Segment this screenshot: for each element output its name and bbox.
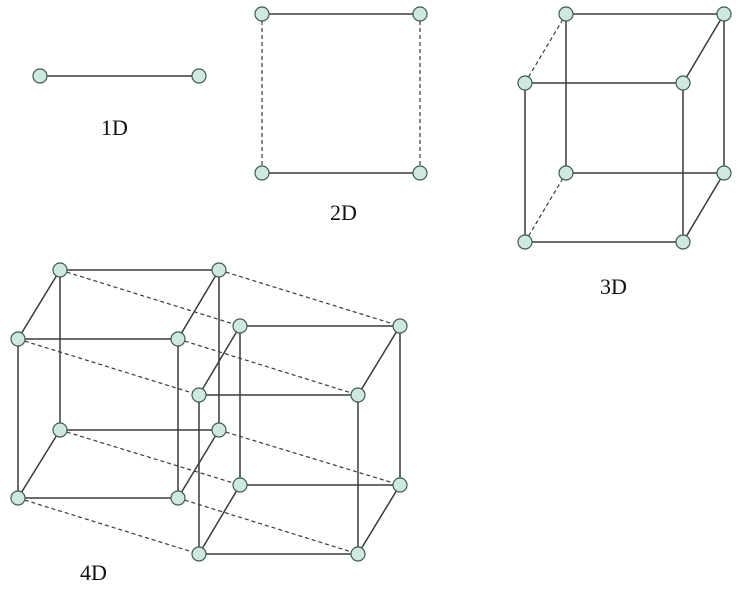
label-4d: 4D <box>80 560 107 585</box>
edge-solid <box>198 325 241 396</box>
edge-dashed <box>17 497 200 555</box>
vertex-node <box>716 165 732 181</box>
vertex-node <box>517 234 533 250</box>
vertex-node <box>517 75 533 91</box>
edge-dashed <box>177 338 359 396</box>
vertex-node <box>675 234 691 250</box>
edge-dashed <box>177 497 359 555</box>
vertex-node <box>52 422 68 438</box>
edge-solid <box>17 429 61 499</box>
edge-dashed <box>524 13 567 84</box>
vertex-node <box>191 546 207 562</box>
vertex-node <box>191 68 207 84</box>
vertex-node <box>232 477 248 493</box>
vertex-node <box>412 165 428 181</box>
label-2d: 2D <box>330 200 357 225</box>
label-3d: 3D <box>600 274 627 299</box>
vertex-node <box>350 546 366 562</box>
vertex-node <box>392 477 408 493</box>
edge-dashed <box>59 429 241 486</box>
edge-dashed <box>218 269 401 327</box>
vertex-node <box>558 6 574 22</box>
edge-dashed <box>524 172 567 243</box>
vertex-node <box>392 318 408 334</box>
vertex-node <box>254 165 270 181</box>
edge-dashed <box>17 338 200 396</box>
vertex-node <box>170 490 186 506</box>
edge-solid <box>682 13 725 84</box>
vertex-node <box>716 6 732 22</box>
edge-dashed <box>59 269 241 327</box>
vertex-node <box>232 318 248 334</box>
vertex-node <box>191 387 207 403</box>
nodes-group <box>10 6 732 562</box>
vertex-node <box>211 262 227 278</box>
vertex-node <box>675 75 691 91</box>
edge-solid <box>177 269 220 340</box>
edge-solid <box>198 484 241 555</box>
vertex-node <box>32 68 48 84</box>
vertex-node <box>412 6 428 22</box>
vertex-node <box>170 331 186 347</box>
vertex-node <box>10 490 26 506</box>
vertex-node <box>52 262 68 278</box>
label-1d: 1D <box>101 115 128 140</box>
edge-solid <box>357 325 401 396</box>
edge-solid <box>357 484 401 555</box>
vertex-node <box>254 6 270 22</box>
edge-dashed <box>218 429 401 486</box>
edge-solid <box>17 269 61 340</box>
vertex-node <box>10 331 26 347</box>
vertex-node <box>350 387 366 403</box>
vertex-node <box>558 165 574 181</box>
vertex-node <box>211 422 227 438</box>
edges-group <box>17 13 725 555</box>
edge-solid <box>682 172 725 243</box>
